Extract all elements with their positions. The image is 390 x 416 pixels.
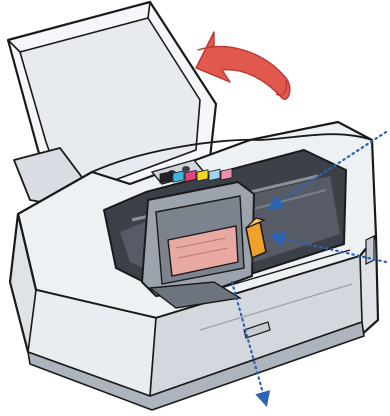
ink-tank-photo-magenta bbox=[221, 169, 232, 180]
ink-tank-cyan bbox=[173, 171, 184, 182]
ink-tank-yellow bbox=[197, 170, 208, 181]
ink-tank-magenta bbox=[185, 170, 196, 181]
ink-tank-photo-cyan bbox=[209, 169, 220, 180]
open-cover-arrow bbox=[196, 32, 290, 99]
